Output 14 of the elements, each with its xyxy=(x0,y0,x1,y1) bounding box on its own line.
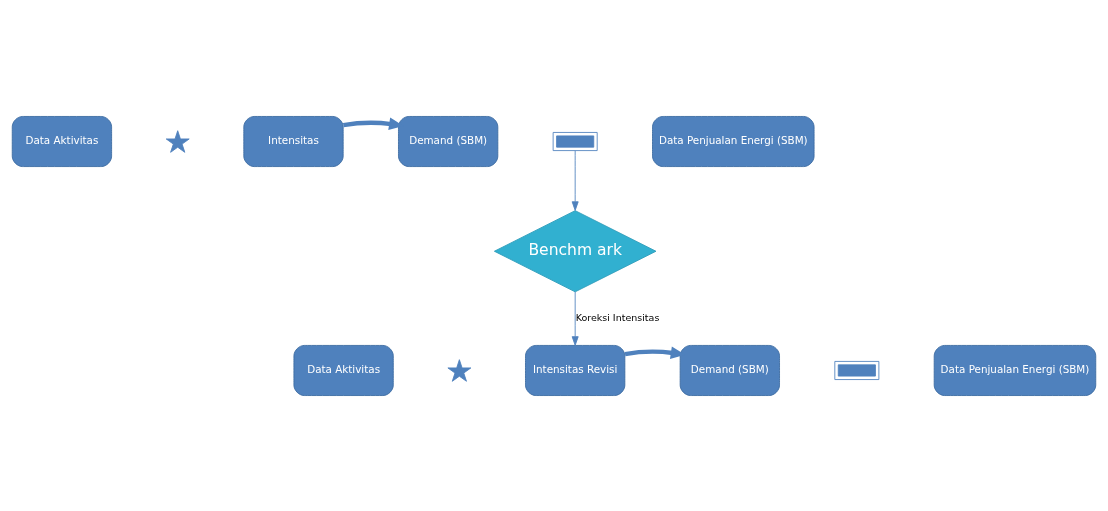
node-cross xyxy=(447,358,472,382)
node-box: Demand (SBM) xyxy=(398,115,499,167)
node-box: Intensitas Revisi xyxy=(525,344,626,396)
node-cross xyxy=(165,129,190,153)
node-box: Data Penjualan Energi (SBM) xyxy=(652,115,815,167)
edge-label: Koreksi Intensitas xyxy=(575,311,660,323)
node-box: Data Penjualan Energi (SBM) xyxy=(933,344,1097,396)
node-box: Data Aktivitas xyxy=(11,115,113,167)
node-diamond: Benchm ark xyxy=(493,209,657,292)
node-box: Demand (SBM) xyxy=(679,344,780,396)
arrow xyxy=(571,290,579,346)
arrow xyxy=(571,149,579,211)
node-box: Data Aktivitas xyxy=(293,344,394,396)
node-box: Intensitas xyxy=(243,115,344,167)
